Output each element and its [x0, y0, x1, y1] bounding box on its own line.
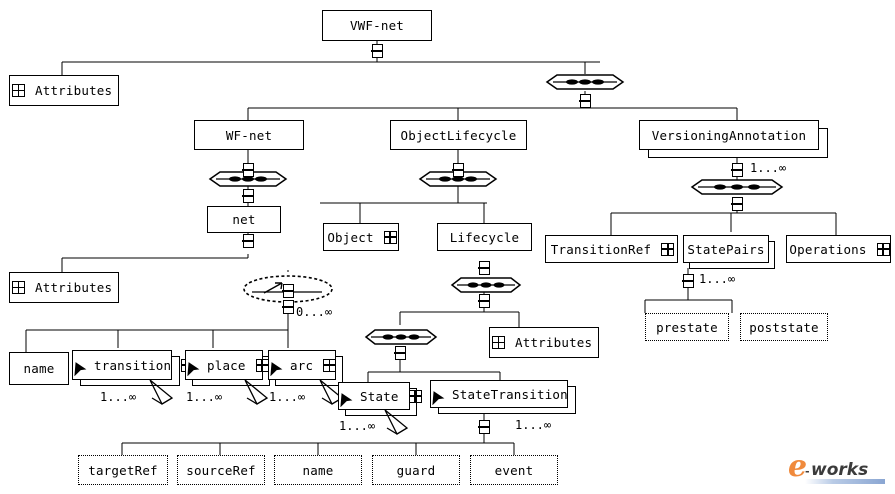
node-label: guard [396, 462, 436, 478]
link-marker-root [370, 44, 384, 58]
node-versioningannotation[interactable]: VersioningAnnotation [639, 120, 819, 150]
cardinality-arc: 1...∞ [269, 390, 306, 404]
link-marker-net-choice-bottom [281, 300, 295, 314]
node-state[interactable]: State [338, 382, 422, 410]
node-label: Object [327, 229, 374, 245]
grid-icon [12, 281, 25, 294]
node-label: net [232, 212, 256, 227]
cursor-icon [74, 361, 88, 376]
cursor-icon [270, 361, 284, 376]
node-label: Attributes [35, 280, 113, 295]
node-name-net[interactable]: name [9, 352, 69, 385]
grid-icon [492, 336, 505, 349]
node-targetref[interactable]: targetRef [78, 455, 168, 485]
node-lifecycle[interactable]: Lifecycle [437, 223, 532, 251]
node-prestate[interactable]: prestate [645, 313, 729, 341]
link-marker-versioningannotation [730, 163, 744, 177]
cursor-icon [340, 392, 354, 407]
cursor-icon [432, 390, 446, 405]
node-operations[interactable]: Operations [786, 235, 891, 263]
node-statepairs[interactable]: StatePairs [683, 235, 769, 263]
node-label: ObjectLifecycle [400, 127, 517, 143]
svg-text:-: - [805, 465, 810, 478]
link-marker-root-seq [578, 94, 592, 108]
node-label: StateTransition [452, 386, 568, 402]
sequence-connector-lifecycle [447, 275, 525, 295]
node-label: transition [94, 357, 172, 373]
node-object[interactable]: Object [323, 223, 399, 251]
node-attributes-net[interactable]: Attributes [9, 272, 119, 303]
node-label: Attributes [35, 83, 113, 98]
node-wf-net[interactable]: WF-net [194, 120, 304, 150]
node-label: Lifecycle [449, 229, 520, 245]
node-label: name [302, 462, 334, 478]
node-poststate[interactable]: poststate [740, 313, 828, 341]
node-label: Attributes [515, 335, 593, 350]
node-label: name [23, 361, 55, 376]
node-label: poststate [749, 319, 819, 335]
grid-icon [876, 242, 890, 256]
sequence-connector-root [541, 72, 629, 92]
node-label: arc [290, 357, 314, 373]
link-marker-statepairs [681, 274, 695, 288]
link-marker-statetransition [477, 420, 491, 434]
link-marker-state-seq [393, 346, 407, 360]
node-transition[interactable]: transition [72, 350, 195, 380]
link-marker-versioningannotation-seq [730, 197, 744, 211]
node-label: VersioningAnnotation [651, 127, 807, 143]
node-label: event [494, 462, 534, 478]
node-label: sourceRef [186, 462, 256, 478]
link-marker-lifecycle [477, 261, 491, 275]
node-label: Operations [789, 241, 867, 257]
link-marker-net-choice-top [281, 284, 295, 298]
cardinality-statepairs: 1...∞ [699, 272, 736, 286]
link-marker-objectlifecycle [451, 163, 465, 177]
cardinality-versioningannotation: 1...∞ [750, 161, 787, 175]
sequence-connector-versioningannotation [686, 177, 788, 197]
node-label: WF-net [225, 127, 273, 143]
node-label: TransitionRef [550, 241, 652, 257]
node-label: State [360, 388, 399, 404]
grid-icon [255, 358, 269, 372]
node-attributes-root[interactable]: Attributes [9, 75, 119, 106]
eworks-logo: e - works [786, 446, 890, 490]
link-marker-wfnet-seq [241, 189, 255, 203]
grid-icon [12, 84, 25, 97]
node-label: StatePairs [687, 241, 765, 257]
node-place[interactable]: place [185, 350, 269, 380]
node-objectlifecycle[interactable]: ObjectLifecycle [390, 120, 527, 150]
node-arc[interactable]: arc [268, 350, 337, 380]
node-guard[interactable]: guard [372, 455, 460, 485]
link-marker-lifecycle-seq [477, 294, 491, 308]
node-label: targetRef [88, 462, 158, 478]
node-label: place [207, 357, 246, 373]
link-marker-wfnet [241, 163, 255, 177]
node-statetransition[interactable]: StateTransition [430, 380, 568, 408]
grid-icon [323, 358, 337, 372]
cardinality-state: 1...∞ [339, 419, 376, 433]
node-event[interactable]: event [470, 455, 558, 485]
cardinality-place: 1...∞ [186, 390, 223, 404]
link-marker-net [241, 234, 255, 248]
node-sourceref[interactable]: sourceRef [177, 455, 265, 485]
grid-icon [408, 389, 422, 403]
cardinality-statetransition: 1...∞ [515, 418, 552, 432]
node-label: VWF-net [349, 18, 405, 33]
node-label: prestate [656, 319, 718, 335]
cursor-icon [187, 361, 201, 376]
node-name-bottom[interactable]: name [274, 455, 362, 485]
cardinality-transition: 1...∞ [100, 390, 137, 404]
grid-icon [383, 230, 397, 244]
node-vwf-net[interactable]: VWF-net [322, 10, 432, 41]
svg-text:e: e [788, 449, 807, 484]
node-net[interactable]: net [207, 206, 281, 233]
grid-icon [661, 242, 675, 256]
sequence-connector-state [361, 327, 441, 347]
node-transitionref[interactable]: TransitionRef [545, 235, 678, 263]
cardinality-net-choice: 0...∞ [296, 305, 333, 319]
node-attributes-lifecycle[interactable]: Attributes [489, 327, 599, 358]
svg-text:works: works [811, 460, 868, 480]
